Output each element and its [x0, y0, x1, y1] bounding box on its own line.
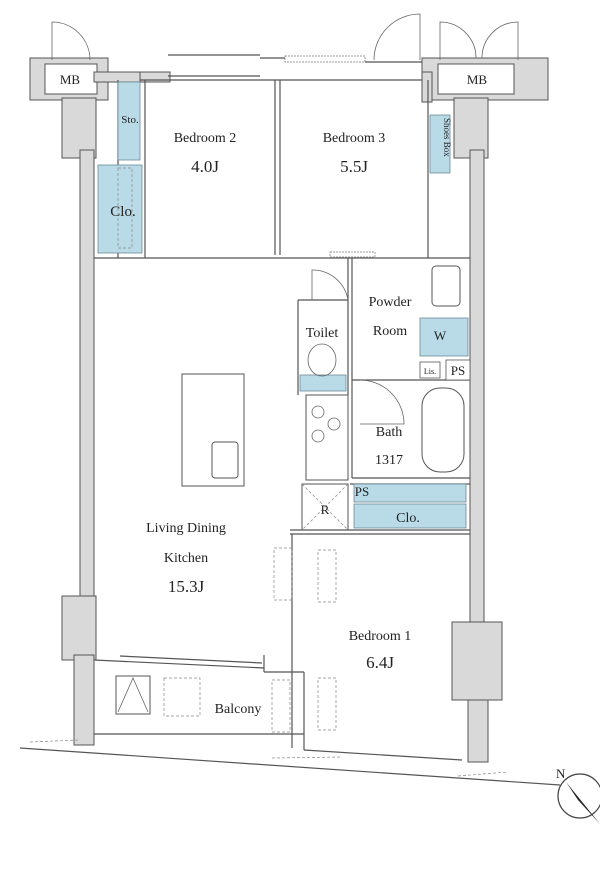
ldk-size: 15.3J — [168, 577, 205, 596]
exterior-walls — [29, 54, 549, 763]
ps-bottom-label: PS — [355, 484, 369, 499]
compass-ring — [557, 773, 600, 819]
closet-bottom-top — [353, 483, 467, 503]
compass-needle-icon — [566, 782, 600, 824]
bedroom1-label: Bedroom 1 — [349, 629, 412, 644]
toilet-label: Toilet — [306, 326, 339, 341]
bathtub — [421, 387, 465, 473]
bedroom2-label: Bedroom 2 — [174, 131, 237, 146]
ldk-label-1: Living Dining — [146, 521, 226, 536]
powder-room-label-2: Room — [373, 324, 407, 339]
fixtures — [115, 265, 465, 733]
sink — [211, 441, 239, 479]
bath-label: Bath — [376, 425, 402, 440]
storage-fills — [97, 81, 469, 529]
shoes-box — [429, 114, 451, 174]
storage-sto — [117, 81, 141, 161]
room-labels: MB MB Sto. Clo. Bedroom 2 4.0J Bedroom 3… — [60, 72, 488, 717]
bedroom3-size: 5.5J — [340, 157, 368, 176]
closet-top — [97, 164, 143, 254]
bedroom3-label: Bedroom 3 — [323, 131, 386, 146]
powder-room-label-1: Powder — [369, 295, 412, 310]
compass: N — [556, 766, 600, 824]
north-label: N — [556, 766, 566, 781]
mb-right-label: MB — [467, 72, 488, 87]
storage-label: Sto. — [121, 114, 139, 126]
ground-line — [19, 739, 561, 786]
interior-walls — [93, 80, 470, 750]
closet-bottom — [353, 503, 467, 529]
lin-label: Lis. — [424, 367, 436, 376]
toilet-bowl — [307, 343, 337, 377]
ldk-label-2: Kitchen — [164, 551, 208, 566]
bedroom2-size: 4.0J — [191, 157, 219, 176]
washer-label: W — [434, 328, 447, 343]
fridge-label: R — [321, 502, 330, 517]
closet-top-label: Clo. — [110, 204, 135, 220]
bedroom1-size: 6.4J — [366, 653, 394, 672]
washer-area — [419, 317, 469, 357]
closet-bottom-label: Clo. — [396, 511, 420, 526]
top-doors — [51, 13, 519, 61]
balcony-label: Balcony — [215, 702, 262, 717]
ps-top-label: PS — [451, 363, 465, 378]
mb-left-label: MB — [60, 72, 81, 87]
bath-size: 1317 — [375, 453, 403, 468]
shoes-box-label: Shoes Box — [442, 118, 452, 157]
toilet-tank — [299, 374, 347, 392]
